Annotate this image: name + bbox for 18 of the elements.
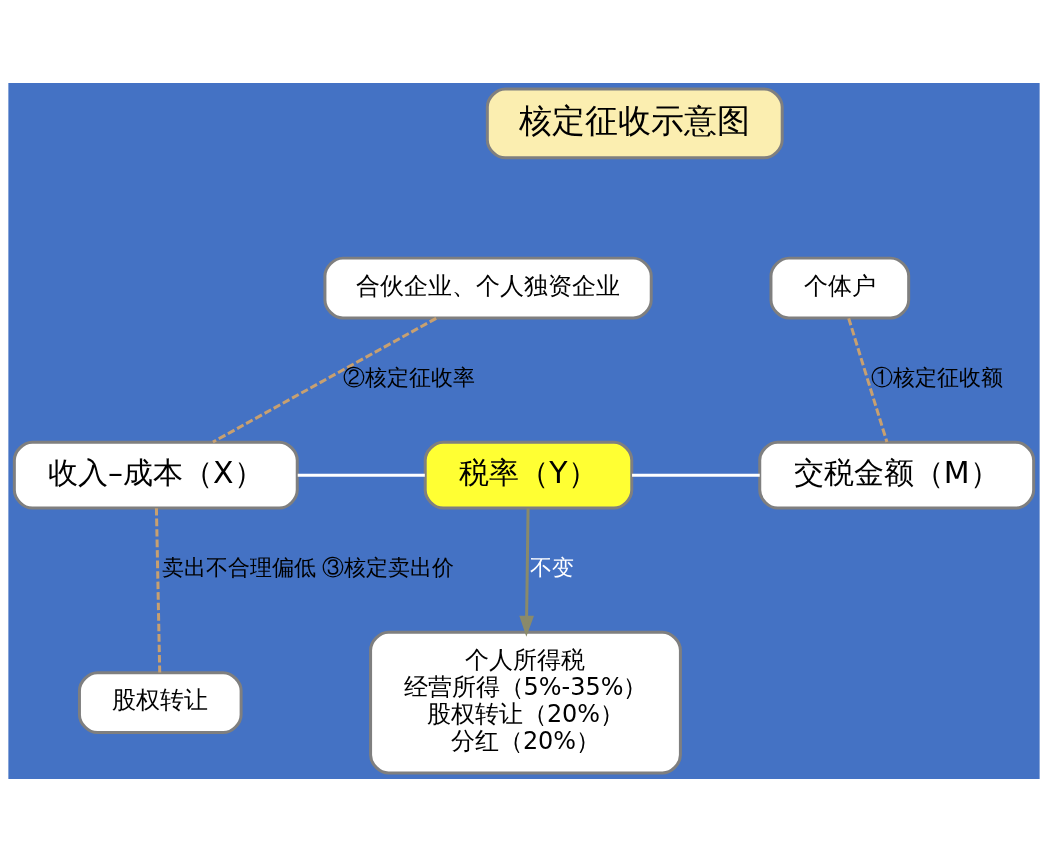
- node-box: 股权转让: [77, 671, 243, 735]
- connector: [212, 317, 437, 444]
- connector: [154, 508, 162, 673]
- node-box: 个体户: [769, 256, 911, 320]
- connector: [297, 473, 425, 477]
- node-box: 税率（Y）: [423, 440, 634, 510]
- edge-label: 不变: [529, 554, 574, 581]
- edge-label: ①核定征收额: [871, 365, 1004, 391]
- edge-label: 卖出不合理偏低 ③核定卖出价: [161, 555, 454, 581]
- node-box: 合伙企业、个人独资企业: [323, 256, 653, 320]
- connector: [847, 317, 889, 443]
- node-box: 收入–成本（X）: [12, 440, 299, 510]
- arrow: [519, 508, 534, 637]
- edge-label: ②核定征收率: [342, 365, 475, 391]
- node-box: 核定征收示意图: [485, 87, 784, 160]
- connector: [632, 473, 760, 477]
- node-box: 个人所得税 经营所得（5%-35%） 股权转让（20%） 分红（20%）: [369, 630, 682, 775]
- node-box: 交税金额（M）: [758, 440, 1036, 510]
